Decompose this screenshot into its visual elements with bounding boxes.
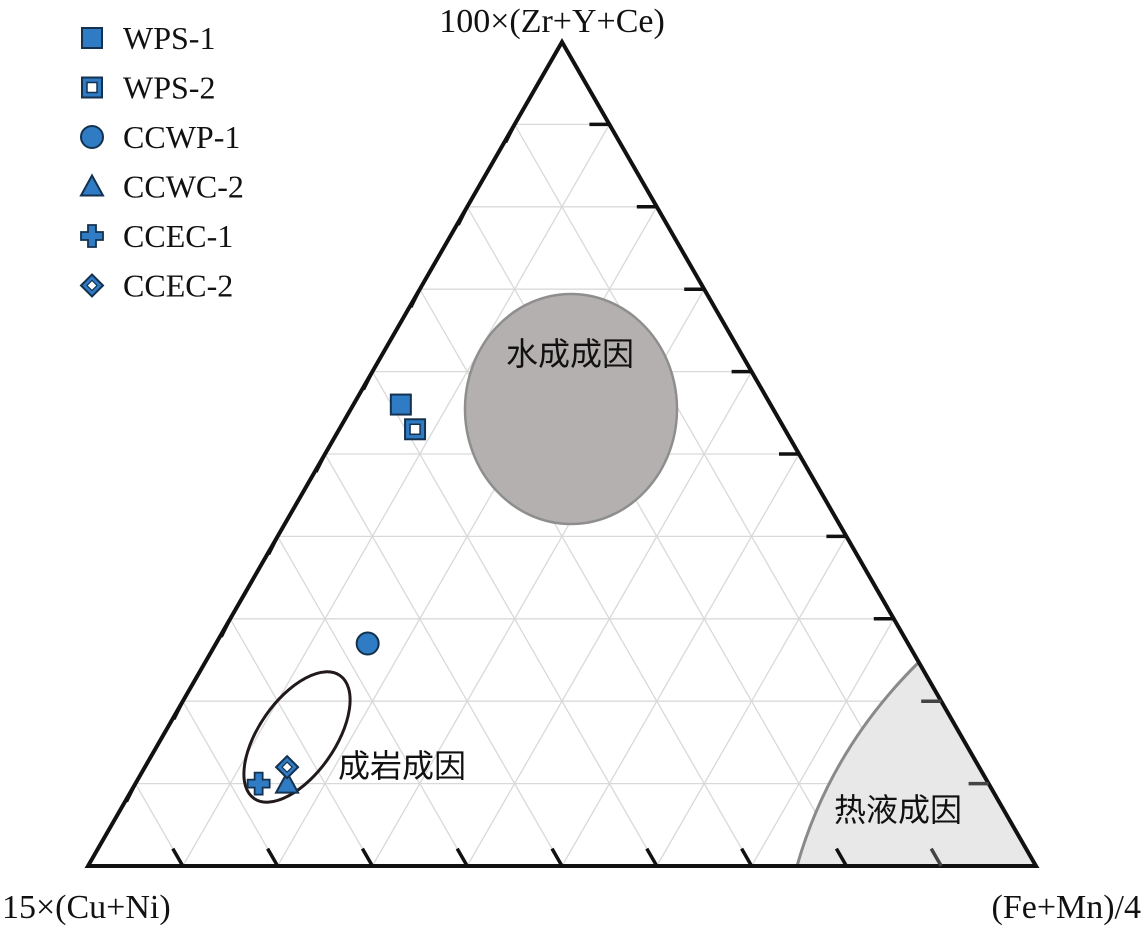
- genesis-regions: [242, 292, 1036, 867]
- data-point-ccwp-1: [355, 631, 380, 656]
- region-label-hydrogenous: 水成成因: [506, 335, 634, 373]
- plus-marker: [246, 771, 271, 796]
- axis-tick: [172, 700, 185, 720]
- data-markers: [246, 393, 427, 796]
- axis-tick: [645, 847, 659, 867]
- axis-ticks: [124, 122, 989, 867]
- data-point-wps-2: [404, 418, 427, 441]
- axis-tick: [834, 847, 848, 867]
- axis-tick: [456, 206, 469, 226]
- axis-label-top: 100×(Zr+Y+Ce): [439, 3, 665, 40]
- grid-line: [656, 536, 847, 867]
- grid-line: [324, 453, 563, 867]
- legend-marker: [81, 76, 103, 99]
- legend-marker: [80, 224, 104, 248]
- diamond-hollow-inner: [86, 279, 98, 292]
- hydrogenous-region: [463, 292, 679, 526]
- region-label-hydrothermal: 热液成因: [834, 791, 962, 829]
- legend-marker: [79, 273, 105, 298]
- grid-line: [277, 536, 468, 867]
- axis-tick: [266, 847, 280, 867]
- axis-label-right: (Fe+Mn)/4: [992, 889, 1142, 926]
- circle-marker: [80, 125, 104, 149]
- data-point-ccec-2: [274, 754, 300, 780]
- axis-tick: [740, 847, 754, 867]
- square-hollow-inner: [409, 423, 421, 436]
- grid-line: [561, 453, 800, 867]
- diamond-hollow-inner: [281, 761, 293, 773]
- axis-tick: [409, 288, 422, 308]
- grid-line: [751, 618, 895, 867]
- region-label-diagenetic: 成岩成因: [338, 747, 466, 785]
- axis-tick: [929, 847, 943, 867]
- legend-label: WPS-1: [123, 20, 215, 56]
- hydrothermal-boundary: [795, 661, 920, 867]
- grid-line: [182, 700, 279, 867]
- legend-label: CCEC-1: [123, 218, 233, 254]
- plus-marker: [80, 224, 104, 248]
- square-hollow-inner: [86, 81, 98, 94]
- diagenetic-region: [242, 670, 352, 804]
- data-point-wps-1: [389, 393, 412, 416]
- square-filled-marker: [389, 393, 412, 416]
- axis-tick: [455, 847, 469, 867]
- triangle-marker: [274, 770, 300, 794]
- legend-label: CCWP-1: [123, 119, 240, 155]
- data-point-ccec-1: [246, 771, 271, 796]
- axis-tick: [219, 618, 232, 638]
- legend-label: WPS-2: [123, 70, 215, 106]
- axis-tick: [504, 123, 517, 144]
- axis-tick: [361, 370, 374, 391]
- hydrothermal-region: [797, 663, 1036, 866]
- legend-marker: [81, 27, 103, 49]
- axis-tick: [124, 782, 137, 803]
- data-point-ccwc-2: [274, 770, 300, 794]
- grid-line: [182, 124, 610, 867]
- axis-tick: [360, 847, 374, 867]
- circle-marker: [355, 631, 380, 656]
- legend-marker: [79, 173, 105, 197]
- legend-marker: [80, 125, 104, 149]
- axis-tick: [550, 847, 564, 867]
- axis-tick: [314, 453, 327, 473]
- grid-line: [229, 618, 373, 867]
- legend-label: CCEC-2: [123, 268, 233, 304]
- axis-tick: [171, 847, 185, 867]
- axis-tick: [267, 535, 280, 556]
- square-filled-marker: [81, 27, 103, 49]
- axis-label-left: 15×(Cu+Ni): [2, 889, 171, 926]
- legend-label: CCWC-2: [123, 169, 244, 205]
- triangle-marker: [79, 173, 105, 197]
